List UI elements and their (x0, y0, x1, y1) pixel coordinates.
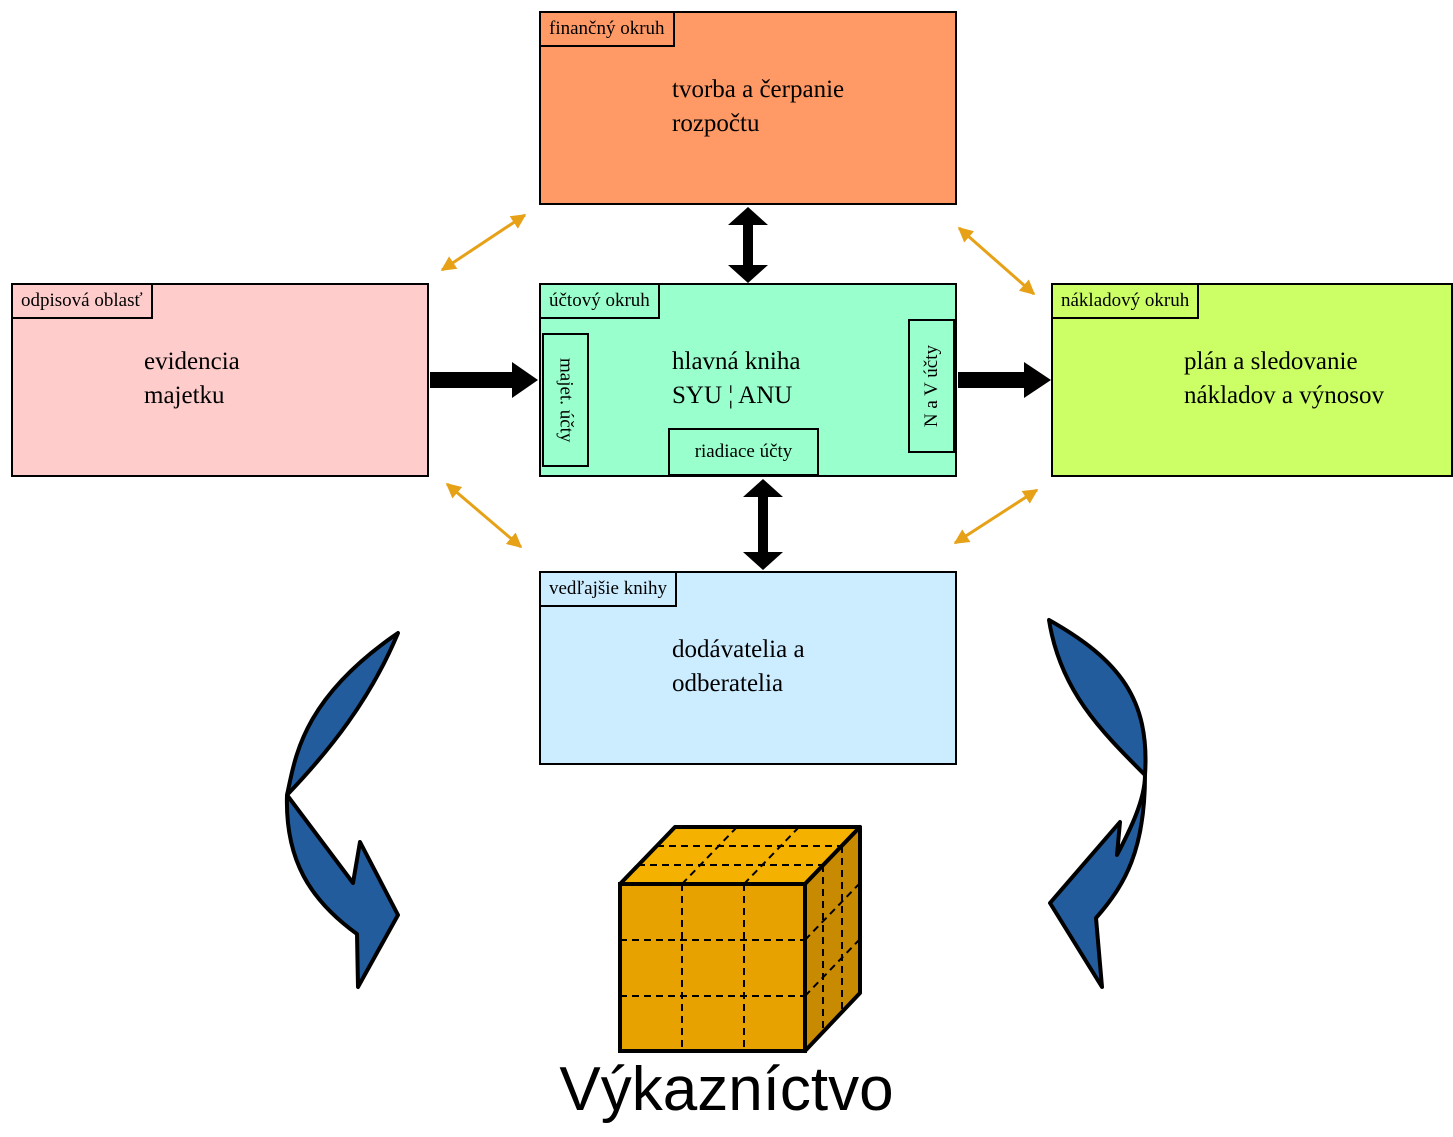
cube-icon (618, 825, 862, 1053)
black-arrow-accounting-cost (958, 362, 1051, 398)
financial-line-2: rozpočtu (672, 110, 760, 137)
black-arrow-accounting-subledger (743, 479, 783, 570)
depreciation-tab: odpisová oblasť (13, 285, 153, 319)
accounting-line-2: SYU ¦ ANU (672, 382, 793, 409)
accounting-text: hlavná kniha SYU ¦ ANU (672, 345, 800, 413)
reporting-title: Výkazníctvo (559, 1055, 894, 1124)
asset-accounts-box: majet. účty (542, 333, 589, 467)
orange-arrow-top-right (957, 226, 1036, 296)
depreciation-line-2: majetku (144, 382, 225, 409)
orange-arrow-top-left (440, 213, 527, 272)
black-arrow-depreciation-accounting (430, 362, 538, 398)
cost-text: plán a sledovanie nákladov a výnosov (1184, 345, 1384, 413)
accounting-box: účtový okruh hlavná kniha SYU ¦ ANU maje… (539, 283, 957, 477)
financial-line-1: tvorba a čerpanie (672, 76, 845, 103)
subledger-tab: vedľajšie knihy (541, 573, 677, 607)
control-accounts-label: riadiace účty (694, 441, 793, 462)
accounting-line-1: hlavná kniha (672, 348, 801, 375)
cost-box: nákladový okruh plán a sledovanie náklad… (1051, 283, 1453, 477)
orange-arrow-bottom-left (445, 482, 523, 549)
cube-front-face (618, 882, 807, 1053)
asset-accounts-label: majet. účty (555, 357, 577, 443)
financial-box: finančný okruh tvorba a čerpanie rozpočt… (539, 11, 957, 205)
subledger-line-1: dodávatelia a (672, 636, 805, 663)
depreciation-line-1: evidencia (144, 348, 240, 375)
cost-revenue-accounts-box: N a V účty (908, 319, 955, 453)
cost-tab: nákladový okruh (1053, 285, 1200, 319)
blue-curved-arrow-left (284, 631, 400, 989)
cost-line-2: nákladov a výnosov (1184, 382, 1384, 409)
depreciation-box: odpisová oblasť evidencia majetku (11, 283, 429, 477)
depreciation-text: evidencia majetku (144, 345, 240, 413)
financial-text: tvorba a čerpanie rozpočtu (672, 73, 844, 141)
blue-curved-arrow-right (1047, 618, 1148, 989)
subledger-line-2: odberatelia (672, 670, 784, 697)
cost-line-1: plán a sledovanie (1184, 348, 1358, 375)
subledger-text: dodávatelia a odberatelia (672, 633, 805, 701)
accounting-tab: účtový okruh (541, 285, 660, 319)
black-arrow-financial-accounting (728, 207, 768, 283)
financial-tab: finančný okruh (541, 13, 675, 47)
control-accounts-box: riadiace účty (668, 428, 819, 476)
subledger-box: vedľajšie knihy dodávatelia a odberateli… (539, 571, 957, 765)
orange-arrow-bottom-right (953, 488, 1039, 545)
